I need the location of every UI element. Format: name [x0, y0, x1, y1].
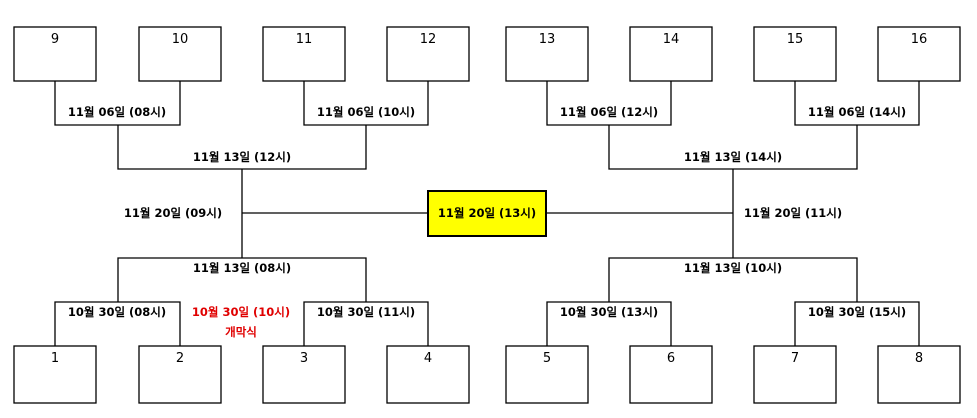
match-label-bottom-3-4: 10월 30일 (11시) [317, 305, 415, 319]
team-box-12: 12 [386, 26, 470, 82]
team-box-13: 13 [505, 26, 589, 82]
team-box-9: 9 [13, 26, 97, 82]
match-label-top-13-14: 11월 06일 (12시) [560, 105, 658, 119]
team-number: 5 [543, 351, 551, 366]
team-box-6: 6 [629, 345, 713, 404]
match-label-bottom-5-6: 10월 30일 (13시) [560, 305, 658, 319]
team-number: 9 [51, 32, 59, 47]
team-number: 13 [539, 32, 556, 47]
match-label-round2-bottom-right: 11월 13일 (10시) [684, 261, 782, 275]
semifinal-label-left: 11월 20일 (09시) [124, 206, 222, 220]
semifinal-label-right: 11월 20일 (11시) [744, 206, 842, 220]
team-number: 4 [424, 351, 432, 366]
team-number: 15 [787, 32, 804, 47]
match-label-round2-top-right: 11월 13일 (14시) [684, 150, 782, 164]
match-label-top-15-16: 11월 06일 (14시) [808, 105, 906, 119]
team-number: 16 [911, 32, 928, 47]
team-number: 14 [663, 32, 680, 47]
match-label-bottom-7-8: 10월 30일 (15시) [808, 305, 906, 319]
opening-match-label: 10월 30일 (10시) [192, 305, 290, 319]
team-number: 8 [915, 351, 923, 366]
team-number: 7 [791, 351, 799, 366]
match-label-round2-bottom-left: 11월 13일 (08시) [193, 261, 291, 275]
team-number: 2 [176, 351, 184, 366]
connector-lines-top [54, 81, 920, 213]
connector-lines-bottom [54, 213, 920, 346]
team-box-16: 16 [877, 26, 961, 82]
team-box-10: 10 [138, 26, 222, 82]
match-label-bottom-1-2: 10월 30일 (08시) [68, 305, 166, 319]
opening-ceremony-label: 개막식 [225, 325, 257, 339]
team-box-7: 7 [753, 345, 837, 404]
team-number: 6 [667, 351, 675, 366]
team-box-4: 4 [386, 345, 470, 404]
team-box-8: 8 [877, 345, 961, 404]
match-label-top-11-12: 11월 06일 (10시) [317, 105, 415, 119]
final-match-box: 11월 20일 (13시) [427, 190, 547, 237]
team-box-2: 2 [138, 345, 222, 404]
team-box-3: 3 [262, 345, 346, 404]
final-label: 11월 20일 (13시) [438, 206, 536, 220]
team-box-15: 15 [753, 26, 837, 82]
team-number: 3 [300, 351, 308, 366]
team-number: 12 [420, 32, 437, 47]
team-number: 10 [172, 32, 189, 47]
match-label-top-9-10: 11월 06일 (08시) [68, 105, 166, 119]
team-box-5: 5 [505, 345, 589, 404]
team-box-11: 11 [262, 26, 346, 82]
team-box-14: 14 [629, 26, 713, 82]
team-box-1: 1 [13, 345, 97, 404]
match-label-round2-top-left: 11월 13일 (12시) [193, 150, 291, 164]
team-number: 1 [51, 351, 59, 366]
team-number: 11 [296, 32, 313, 47]
